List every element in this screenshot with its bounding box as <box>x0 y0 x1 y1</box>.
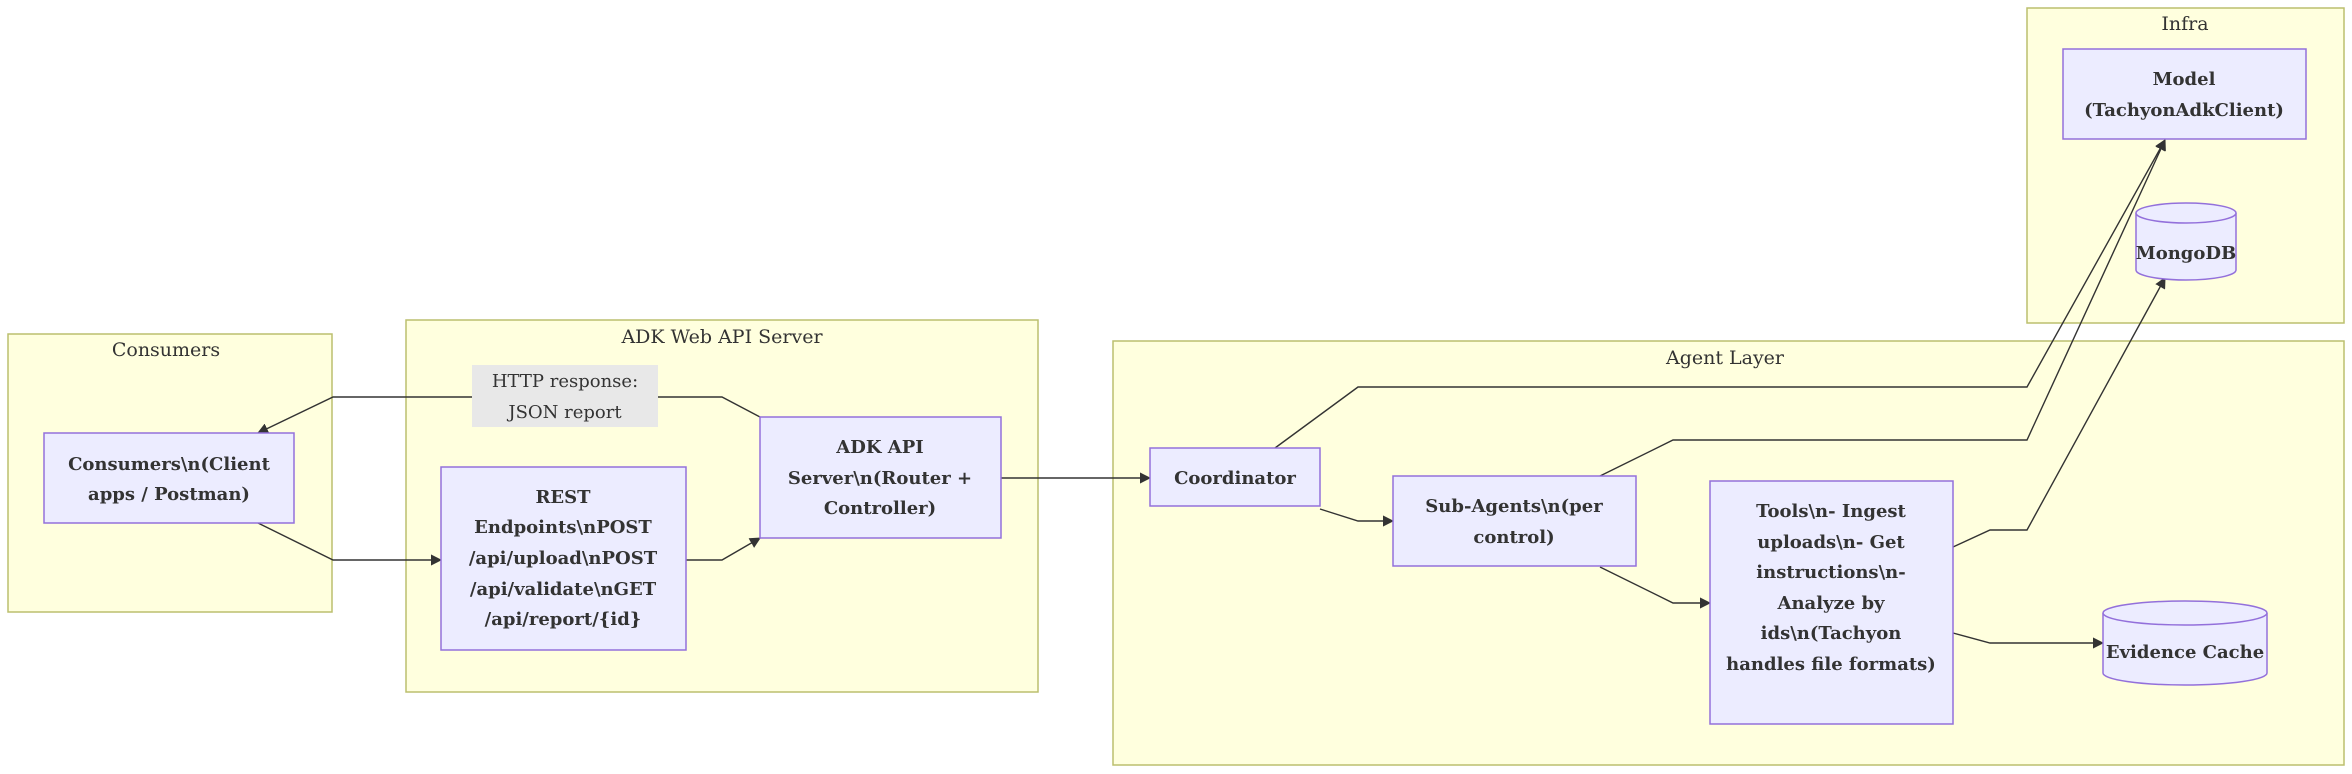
node-coordinator: Coordinator <box>1149 447 1321 507</box>
node-adk-api-line-1: ADK API <box>835 437 923 458</box>
edge-tools-to-evidence-cache <box>1952 632 2105 649</box>
node-consumers: Consumers\n(Client apps / Postman) <box>43 432 295 524</box>
node-evidence-cache: Evidence Cache <box>2102 600 2268 686</box>
edge-consumers-to-rest <box>257 522 443 566</box>
node-sub-agents: Sub-Agents\n(per control) <box>1392 475 1637 567</box>
edge-subagents-to-model <box>1599 138 2166 477</box>
edge-subagents-to-tools <box>1599 566 1712 609</box>
cluster-agent-layer-label: Agent Layer <box>1665 347 1785 369</box>
node-coordinator-line-1: Coordinator <box>1174 468 1296 489</box>
edge-label-http-response: HTTP response: JSON report <box>472 365 658 427</box>
cluster-adk-server-label: ADK Web API Server <box>620 326 823 348</box>
node-rest-line-2: Endpoints\nPOST <box>474 517 652 538</box>
node-adk-api-line-2: Server\n(Router + <box>788 468 972 489</box>
node-rest-line-4: /api/validate\nGET <box>470 579 657 600</box>
node-model: Model (TachyonAdkClient) <box>2062 48 2307 140</box>
edge-coordinator-to-subagents <box>1319 508 1395 527</box>
edge-label-line-2: JSON report <box>506 402 622 423</box>
node-subagents-line-1: Sub-Agents\n(per <box>1425 496 1603 517</box>
edge-rest-to-adk-api <box>686 537 761 561</box>
node-subagents-line-2: control) <box>1473 527 1554 548</box>
node-mongodb: MongoDB <box>2135 202 2237 281</box>
node-adk-api-line-3: Controller) <box>824 498 936 519</box>
cluster-consumers-label: Consumers <box>112 339 220 361</box>
node-evidence-cache-line-1: Evidence Cache <box>2106 642 2264 663</box>
node-rest-line-5: /api/report/{id} <box>485 609 642 630</box>
edge-coordinator-to-model <box>1274 139 2166 449</box>
node-model-line-1: Model <box>2153 69 2216 90</box>
edge-tools-to-mongodb <box>1952 277 2166 548</box>
node-rest-endpoints: REST Endpoints\nPOST /api/upload\nPOST /… <box>440 466 687 651</box>
node-tools: Tools\n- Ingest uploads\n- Get instructi… <box>1709 480 1954 725</box>
node-adk-api-server: ADK API Server\n(Router + Controller) <box>759 416 1002 539</box>
node-rest-line-3: /api/upload\nPOST <box>469 548 658 569</box>
cluster-infra-label: Infra <box>2161 13 2208 35</box>
node-consumers-line-1: Consumers\n(Client <box>68 454 270 475</box>
node-tools-line-4: Analyze by <box>1777 593 1886 614</box>
node-tools-line-5: ids\n(Tachyon <box>1761 623 1902 644</box>
node-tools-line-3: instructions\n- <box>1756 562 1905 583</box>
node-tools-line-6: handles file formats) <box>1726 654 1936 675</box>
node-tools-line-1: Tools\n- Ingest <box>1756 501 1906 522</box>
edge-label-line-1: HTTP response: <box>492 371 638 392</box>
node-model-line-2: (TachyonAdkClient) <box>2084 100 2284 121</box>
node-consumers-line-2: apps / Postman) <box>88 484 250 505</box>
node-mongodb-line-1: MongoDB <box>2136 243 2236 264</box>
node-rest-line-1: REST <box>535 487 591 508</box>
node-tools-line-2: uploads\n- Get <box>1757 532 1905 553</box>
